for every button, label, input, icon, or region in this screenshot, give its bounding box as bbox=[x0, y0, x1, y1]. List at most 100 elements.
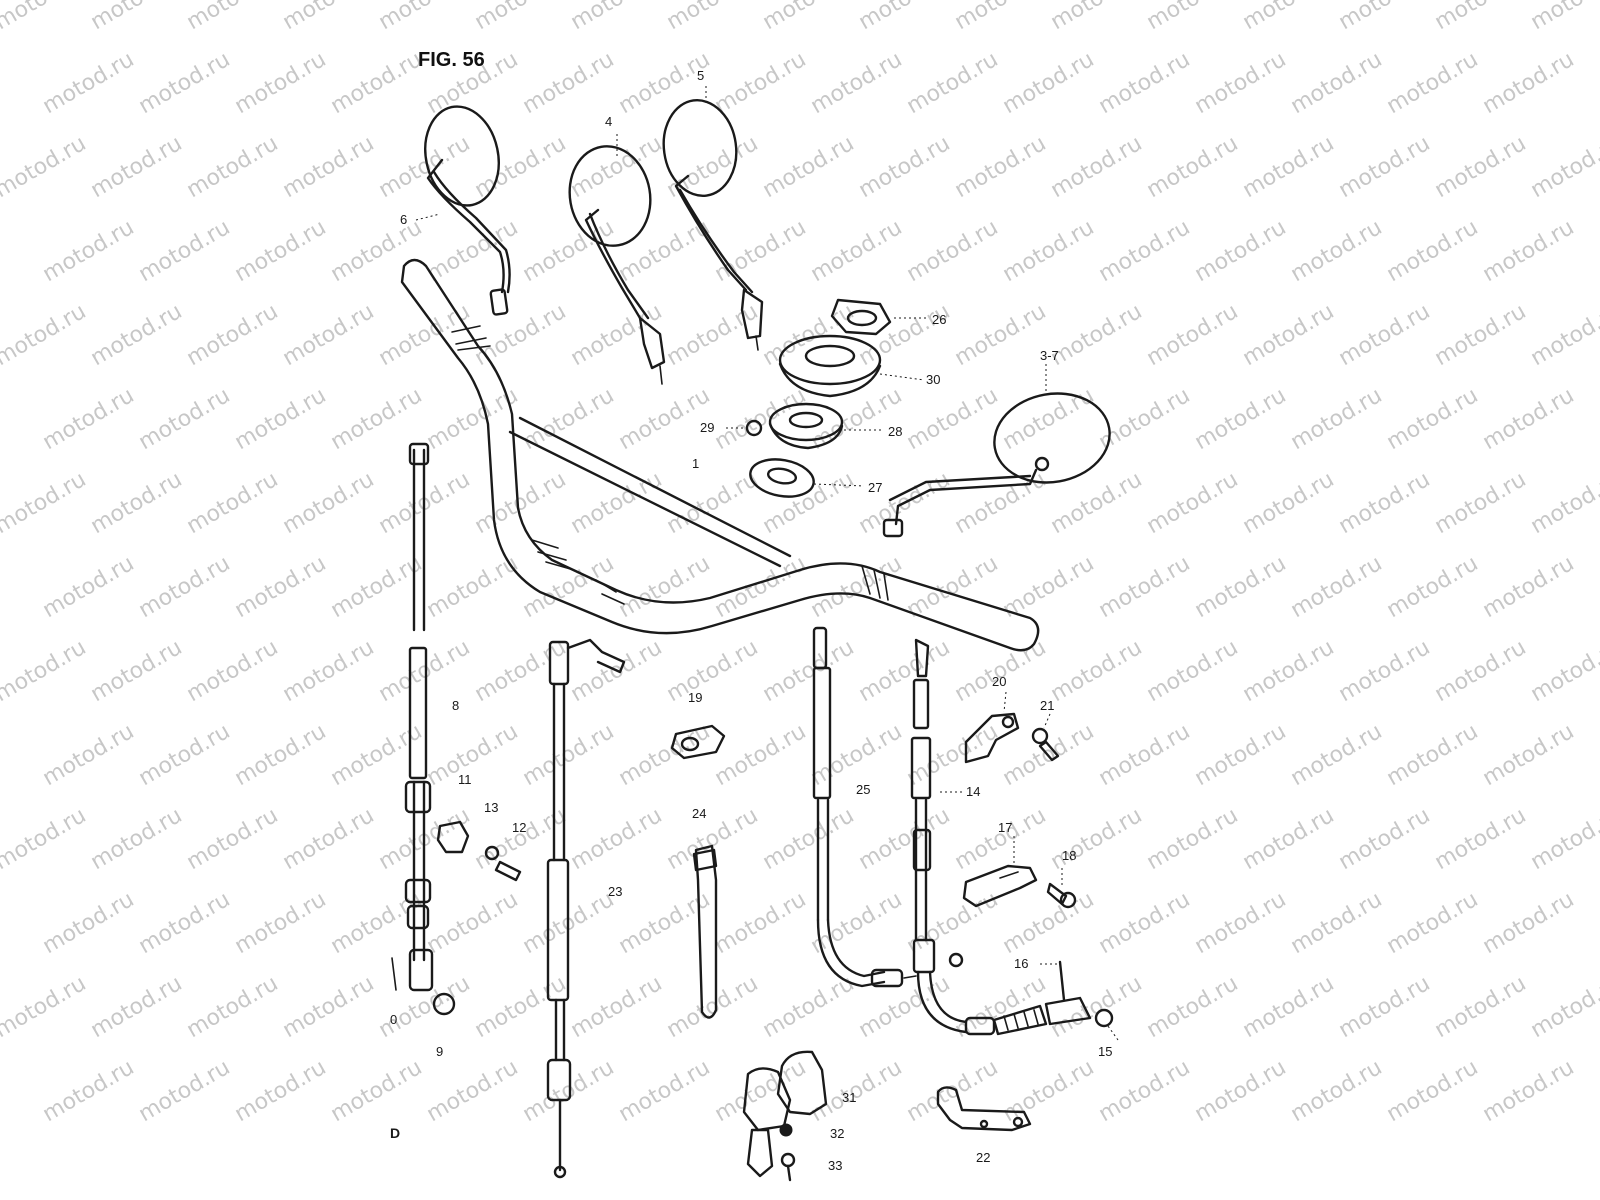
watermark-text: motod.ru bbox=[855, 635, 955, 707]
watermark-text: motod.ru bbox=[327, 47, 427, 119]
callout-5: 5 bbox=[697, 68, 704, 83]
watermark-text: motod.ru bbox=[1239, 0, 1339, 35]
screw-32 bbox=[779, 1123, 793, 1137]
watermark-text: motod.ru bbox=[1095, 719, 1195, 791]
watermark-text: motod.ru bbox=[1431, 131, 1531, 203]
leader-lines bbox=[415, 86, 1119, 1041]
watermark-text: motod.ru bbox=[1431, 467, 1531, 539]
screw-18 bbox=[1046, 882, 1077, 909]
watermark-text: motod.ru bbox=[663, 971, 763, 1043]
watermark-text: motod.ru bbox=[567, 0, 667, 35]
watermark-text: motod.ru bbox=[327, 1055, 427, 1127]
watermark-text: motod.ru bbox=[903, 1055, 1003, 1127]
watermark-text: motod.ru bbox=[1239, 299, 1339, 371]
watermark-text: motod.ru bbox=[183, 0, 283, 35]
watermark-text: motod.ru bbox=[471, 467, 571, 539]
watermark-text: motod.ru bbox=[1431, 971, 1531, 1043]
watermark-text: motod.ru bbox=[1143, 0, 1243, 35]
watermark-text: motod.ru bbox=[1143, 803, 1243, 875]
watermark-text: motod.ru bbox=[519, 719, 619, 791]
watermark-text: motod.ru bbox=[711, 719, 811, 791]
watermark-text: motod.ru bbox=[1383, 719, 1483, 791]
watermark-text: motod.ru bbox=[231, 47, 331, 119]
watermark-text: motod.ru bbox=[1431, 0, 1531, 35]
watermark-text: motod.ru bbox=[327, 215, 427, 287]
watermark-text: motod.ru bbox=[1335, 803, 1435, 875]
watermark-text: motod.ru bbox=[279, 803, 379, 875]
watermark-text: motod.ru bbox=[1335, 299, 1435, 371]
watermark-text: motod.ru bbox=[231, 887, 331, 959]
watermark-text: motod.ru bbox=[711, 215, 811, 287]
watermark-text: motod.ru bbox=[1479, 1055, 1579, 1127]
watermark-text: motod.ru bbox=[1527, 971, 1600, 1043]
callout-27: 27 bbox=[868, 480, 882, 495]
watermark-text: motod.ru bbox=[759, 0, 859, 35]
watermark-text: motod.ru bbox=[1095, 383, 1195, 455]
watermark-text: motod.ru bbox=[903, 215, 1003, 287]
watermark-text: motod.ru bbox=[1143, 635, 1243, 707]
watermark-text: motod.ru bbox=[327, 887, 427, 959]
callout-6: 6 bbox=[400, 212, 407, 227]
callout-4: 4 bbox=[605, 114, 612, 129]
watermark-text: motod.ru bbox=[1143, 131, 1243, 203]
callout-labels: 1 3-7 4 5 6 8 9 0 11 12 13 14 15 16 17 1… bbox=[390, 68, 1112, 1173]
watermark-text: motod.ru bbox=[471, 131, 571, 203]
cable-14 bbox=[910, 638, 1114, 1036]
watermark-text: motod.ru bbox=[1335, 467, 1435, 539]
watermark-text: motod.ru bbox=[1479, 215, 1579, 287]
watermark-text: motod.ru bbox=[39, 551, 139, 623]
callout-30: 30 bbox=[926, 372, 940, 387]
watermark-text: motod.ru bbox=[567, 131, 667, 203]
watermark-text: motod.ru bbox=[903, 383, 1003, 455]
watermark-text: motod.ru bbox=[1095, 215, 1195, 287]
switch-31 bbox=[742, 1050, 828, 1178]
watermark-text: motod.ru bbox=[231, 1055, 331, 1127]
watermark-text: motod.ru bbox=[39, 215, 139, 287]
watermark-text: motod.ru bbox=[231, 551, 331, 623]
watermark-text: motod.ru bbox=[1047, 467, 1147, 539]
watermark-text: motod.ru bbox=[615, 551, 715, 623]
watermark-text: motod.ru bbox=[39, 719, 139, 791]
watermark-text: motod.ru bbox=[1479, 383, 1579, 455]
screw-21 bbox=[1031, 727, 1060, 762]
watermark-text: motod.ru bbox=[567, 971, 667, 1043]
watermark-text: motod.ru bbox=[279, 0, 379, 35]
callout-28: 28 bbox=[888, 424, 902, 439]
watermark-text: motod.ru bbox=[951, 0, 1051, 35]
watermark-text: motod.ru bbox=[471, 0, 571, 35]
bracket-17 bbox=[962, 864, 1038, 908]
watermark-text: motod.ru bbox=[135, 719, 235, 791]
watermark-text: motod.ru bbox=[1191, 719, 1291, 791]
watermark-text: motod.ru bbox=[1527, 131, 1600, 203]
callout-18: 18 bbox=[1062, 848, 1076, 863]
watermark-text: motod.ru bbox=[951, 635, 1051, 707]
watermark-text: motod.ru bbox=[1239, 971, 1339, 1043]
watermark-text: motod.ru bbox=[807, 215, 907, 287]
watermark-text: motod.ru bbox=[759, 971, 859, 1043]
watermark-text: motod.ru bbox=[87, 467, 187, 539]
watermark-text: motod.ru bbox=[0, 803, 90, 875]
watermark-text: motod.ru bbox=[711, 1055, 811, 1127]
watermark-text: motod.ru bbox=[903, 551, 1003, 623]
figure-title: FIG. 56 bbox=[418, 49, 485, 71]
watermark-text: motod.ru bbox=[759, 635, 859, 707]
watermark-text: motod.ru bbox=[663, 0, 763, 35]
watermark-text: motod.ru bbox=[807, 719, 907, 791]
watermark-text: motod.ru bbox=[1479, 47, 1579, 119]
watermark-text: motod.ru bbox=[279, 971, 379, 1043]
watermark-text: motod.ru bbox=[327, 719, 427, 791]
watermark-text: motod.ru bbox=[1239, 131, 1339, 203]
watermark-text: motod.ru bbox=[1527, 0, 1600, 35]
watermark-text: motod.ru bbox=[663, 131, 763, 203]
watermark-text: motod.ru bbox=[183, 803, 283, 875]
watermark-text: motod.ru bbox=[807, 551, 907, 623]
watermark-text: motod.ru bbox=[1191, 551, 1291, 623]
mirror-right bbox=[882, 392, 1111, 538]
watermark-text: motod.ru bbox=[1287, 383, 1387, 455]
watermark-text: motod.ru bbox=[1095, 47, 1195, 119]
watermark-text: motod.ru bbox=[375, 971, 475, 1043]
callout-16: 16 bbox=[1014, 956, 1028, 971]
callout-32: 32 bbox=[830, 1126, 844, 1141]
watermark-text: motod.ru bbox=[423, 887, 523, 959]
